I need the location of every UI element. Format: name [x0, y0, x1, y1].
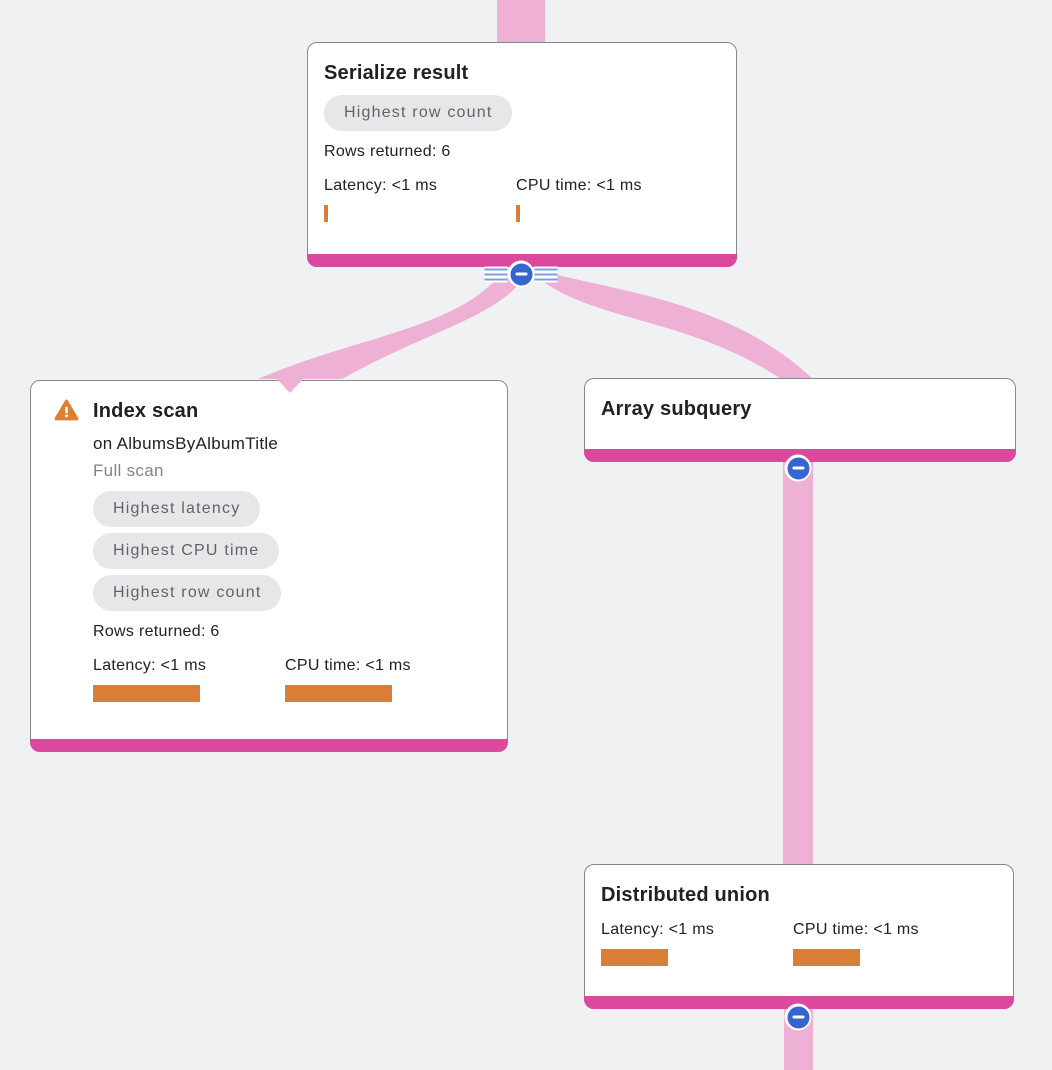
badge-list: Highest latency Highest CPU time Highest… [93, 491, 491, 611]
node-subtitle: on AlbumsByAlbumTitle [93, 434, 279, 453]
node-footer-bar [30, 739, 508, 752]
collapse-button-distributed-union[interactable] [784, 1003, 812, 1031]
plan-node-index-scan[interactable]: Index scan on AlbumsByAlbumTitle Full sc… [30, 380, 508, 752]
latency-label: Latency: <1 ms [601, 921, 715, 938]
cpu-time-label: CPU time: <1 ms [793, 921, 919, 938]
minus-circle-icon [507, 260, 535, 288]
latency-bar [324, 205, 328, 222]
collapse-button-serialize-result[interactable] [484, 260, 558, 288]
cpu-time-metric: CPU time: <1 ms [793, 919, 985, 966]
node-title: Distributed union [601, 884, 770, 906]
collapse-button-array-subquery[interactable] [784, 454, 812, 482]
minus-circle-icon [784, 454, 812, 482]
cpu-time-bar [285, 685, 392, 702]
warning-icon [54, 398, 79, 423]
node-footer-bar [584, 996, 1014, 1009]
badge-highest-latency: Highest latency [93, 491, 261, 527]
plan-node-array-subquery[interactable]: Array subquery [584, 378, 1016, 462]
collapsed-stack-stripes-left [484, 266, 508, 282]
latency-label: Latency: <1 ms [93, 657, 207, 674]
badge-highest-row-count: Highest row count [93, 575, 282, 611]
rows-returned: Rows returned: 6 [324, 143, 451, 160]
latency-label: Latency: <1 ms [324, 177, 438, 194]
cpu-time-metric: CPU time: <1 ms [285, 655, 477, 702]
latency-bar [93, 685, 200, 702]
latency-bar [601, 949, 668, 966]
node-title: Index scan [93, 400, 199, 422]
node-content: Index scan on AlbumsByAlbumTitle Full sc… [47, 397, 491, 702]
rows-returned: Rows returned: 6 [93, 623, 220, 640]
cpu-time-metric: CPU time: <1 ms [516, 175, 708, 222]
minus-circle-icon [784, 1003, 812, 1031]
full-scan-note: Full scan [93, 461, 164, 480]
cpu-time-bar [793, 949, 860, 966]
metrics-row: Latency: <1 ms CPU time: <1 ms [601, 919, 997, 966]
plan-node-serialize-result[interactable]: Serialize result Highest row count Rows … [307, 42, 737, 267]
cpu-time-label: CPU time: <1 ms [285, 657, 411, 674]
latency-metric: Latency: <1 ms [324, 175, 516, 222]
latency-metric: Latency: <1 ms [93, 655, 285, 702]
cpu-time-bar [516, 205, 520, 222]
edge-serialize-to-index-scan [258, 272, 524, 379]
badge-highest-row-count: Highest row count [324, 95, 513, 131]
badge-highest-cpu-time: Highest CPU time [93, 533, 280, 569]
badge-list: Highest row count [324, 95, 720, 131]
node-title: Array subquery [601, 398, 752, 420]
plan-node-distributed-union[interactable]: Distributed union Latency: <1 ms CPU tim… [584, 864, 1014, 1009]
edge-serialize-to-array-subquery [538, 274, 813, 379]
edge-array-subquery-to-distributed-union [783, 460, 813, 866]
metrics-row: Latency: <1 ms CPU time: <1 ms [93, 655, 491, 702]
cpu-time-label: CPU time: <1 ms [516, 177, 642, 194]
collapsed-stack-stripes-right [534, 266, 558, 282]
node-title: Serialize result [324, 62, 469, 84]
latency-metric: Latency: <1 ms [601, 919, 793, 966]
metrics-row: Latency: <1 ms CPU time: <1 ms [324, 175, 720, 222]
edge-into-serialize-result [497, 0, 545, 44]
